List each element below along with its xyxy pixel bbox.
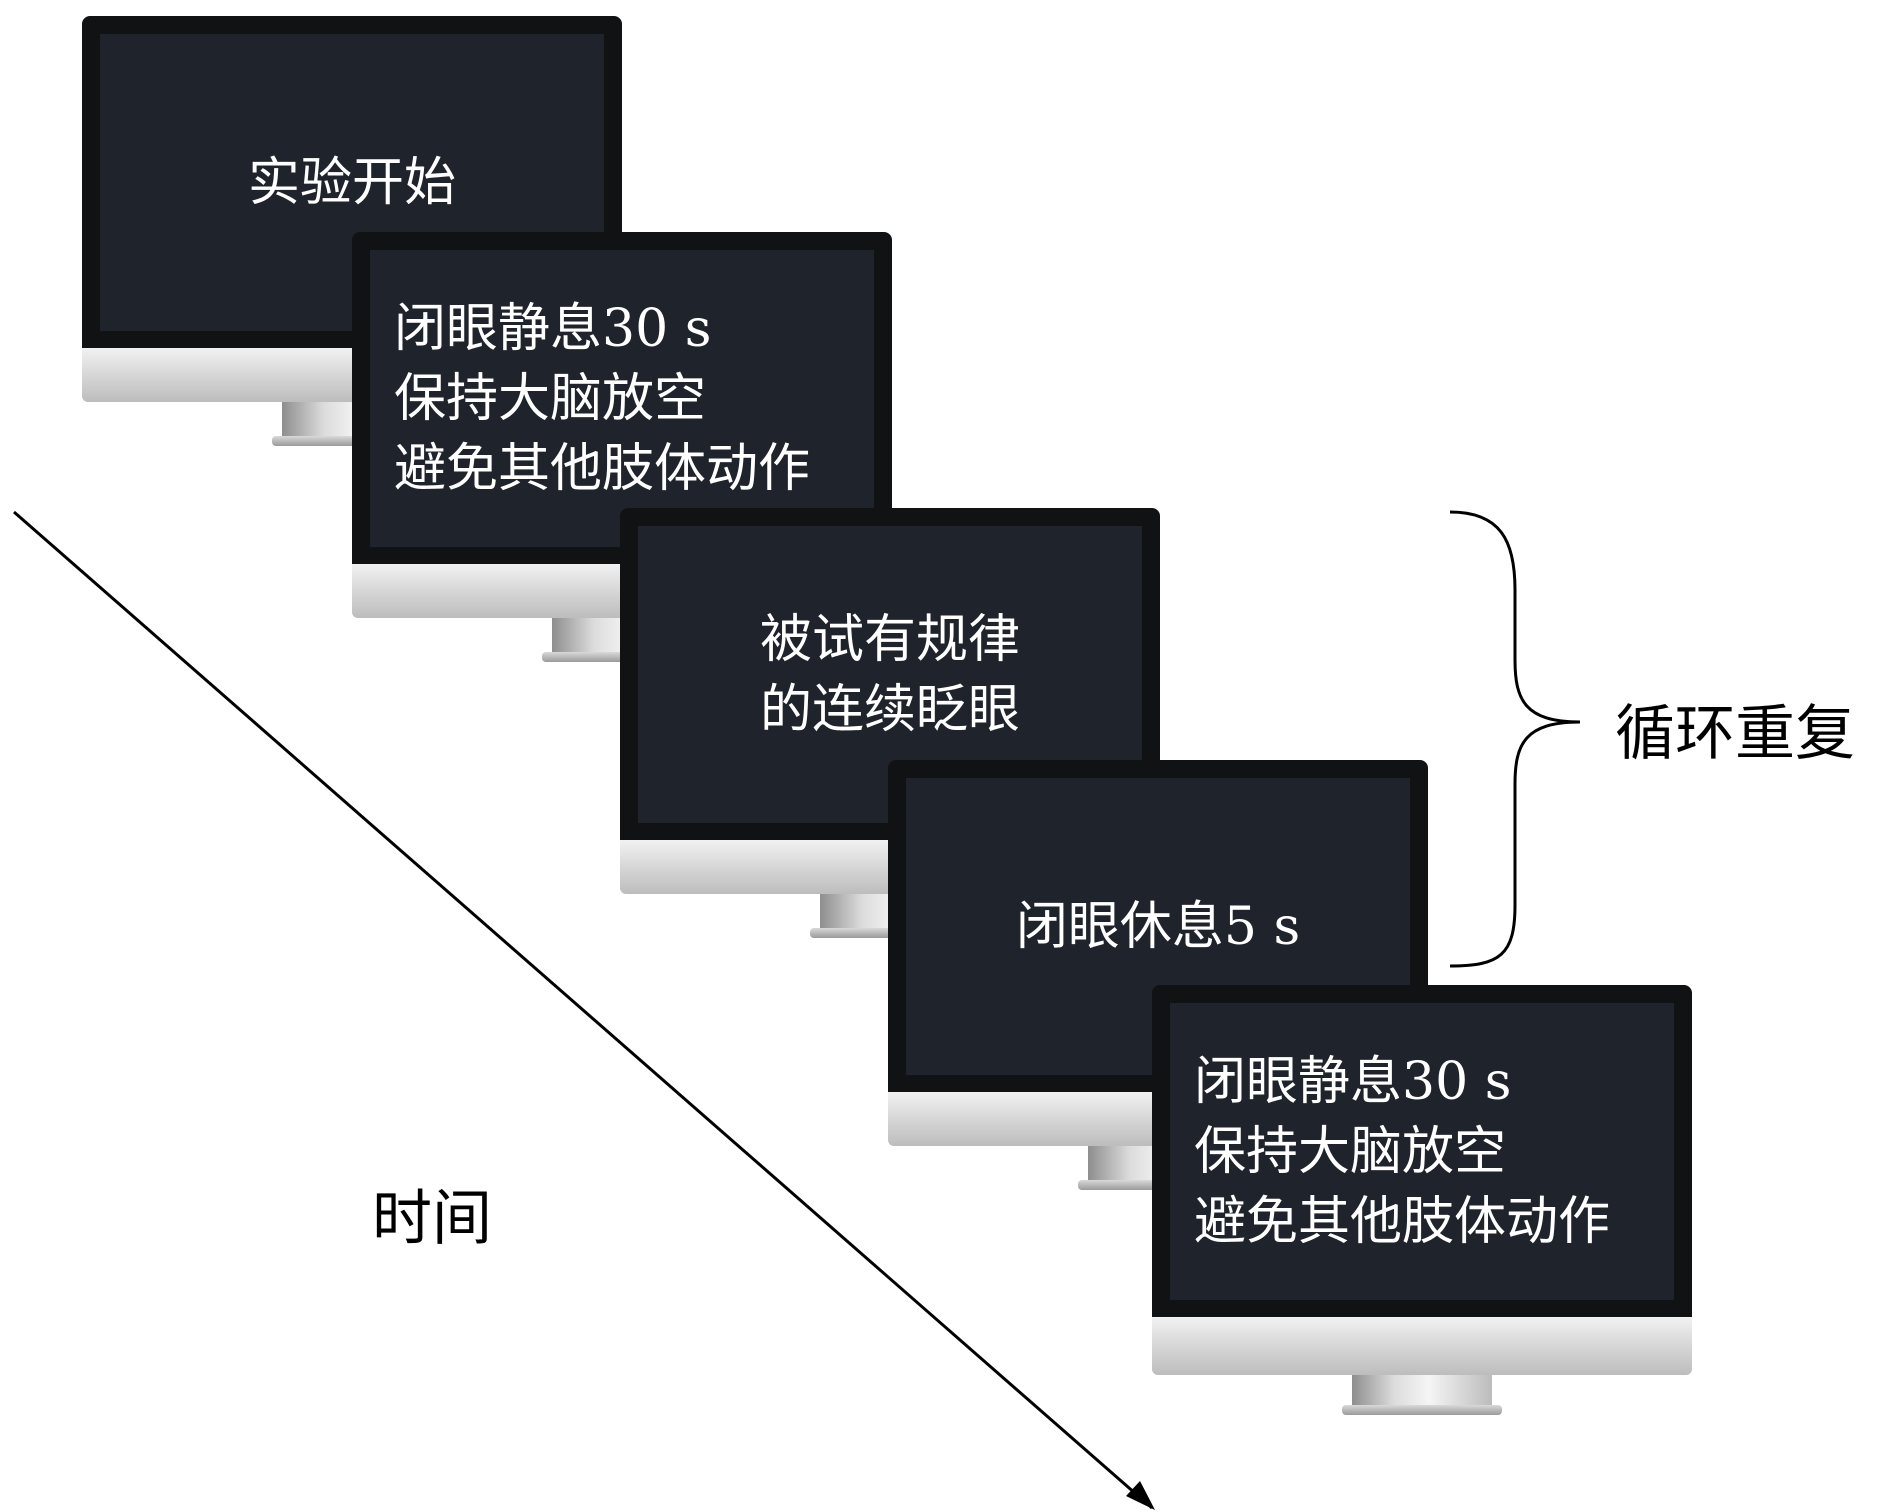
monitor-chin xyxy=(1152,1317,1692,1375)
arrow-icon xyxy=(13,510,1155,1510)
screen-text-line: 被试有规律 xyxy=(759,609,1020,670)
screen-text-line: 实验开始 xyxy=(247,152,456,213)
curly-brace-icon xyxy=(1449,510,1581,968)
screen-text-line: 保持大脑放空 xyxy=(1194,1121,1507,1182)
screen-text-line: 避免其他肢体动作 xyxy=(1194,1191,1611,1252)
monitor-screen: 被试有规律 的连续眨眼 xyxy=(638,526,1142,823)
monitor-5: 闭眼静息30 s 保持大脑放空 避免其他肢体动作 xyxy=(1152,985,1692,1417)
monitor-screen: 闭眼静息30 s 保持大脑放空 避免其他肢体动作 xyxy=(370,250,874,547)
loop-label: 循环重复 xyxy=(1615,699,1855,769)
monitor-stand-base xyxy=(1342,1405,1502,1415)
screen-text-line: 的连续眨眼 xyxy=(759,679,1020,740)
screen-text-line: 闭眼静息30 s xyxy=(1194,1051,1512,1112)
screen-text-line: 避免其他肢体动作 xyxy=(394,438,811,499)
monitor-screen: 闭眼静息30 s 保持大脑放空 避免其他肢体动作 xyxy=(1170,1003,1674,1300)
screen-text-line: 保持大脑放空 xyxy=(394,368,707,429)
time-label: 时间 xyxy=(372,1184,492,1254)
screen-text-line: 闭眼休息5 s xyxy=(1015,896,1301,957)
screen-text-line: 闭眼静息30 s xyxy=(394,298,712,359)
